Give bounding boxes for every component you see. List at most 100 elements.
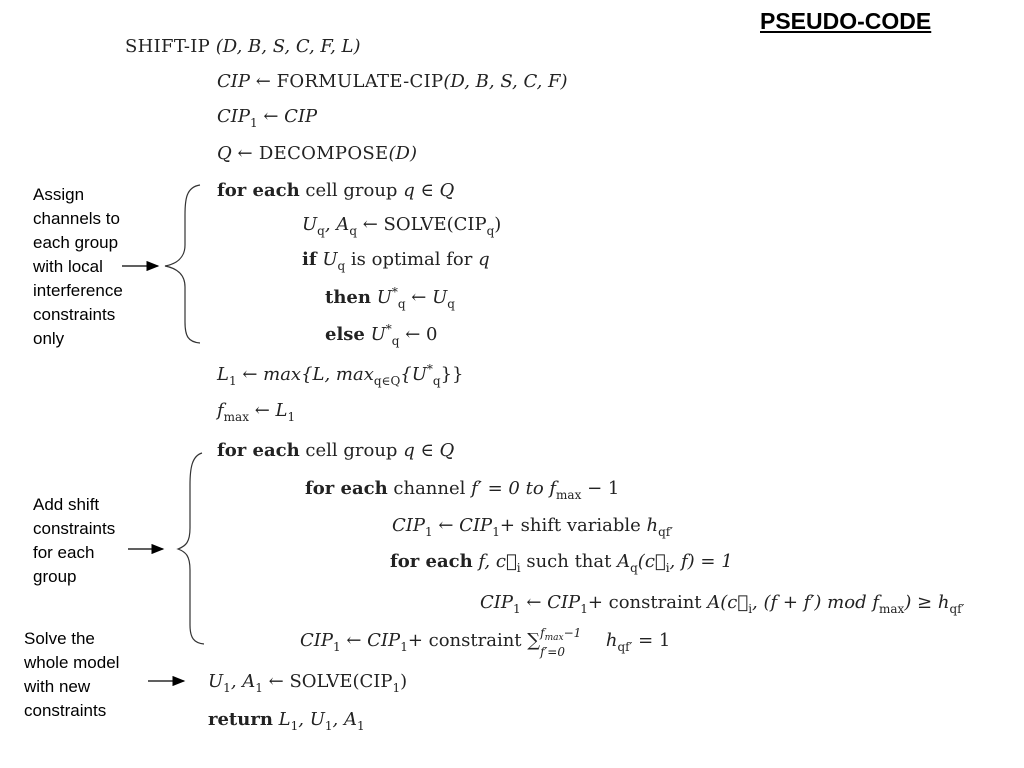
keyword: else <box>325 324 365 345</box>
var: h <box>646 515 659 536</box>
code-line-for-group-2: for each cell group q ∈ Q <box>217 440 454 462</box>
superscript: * <box>385 322 392 336</box>
subscript: 1 <box>400 640 408 654</box>
sum-lower: f′=0 <box>540 645 565 659</box>
code-line-if-optimal: if Uq is optimal for q <box>302 249 490 273</box>
text: + shift variable <box>499 515 641 536</box>
subscript: 1 <box>228 374 237 388</box>
text: + constraint <box>587 592 702 613</box>
function-name: SHIFT-IP <box>125 36 211 57</box>
text: such that <box>526 551 612 572</box>
var: (c⃗ <box>637 551 666 572</box>
annotation-shift: Add shift constraints for each group <box>33 495 116 586</box>
subscript: max <box>556 488 582 502</box>
decompose-fn: ← DECOMPOSE <box>237 143 389 164</box>
var: h <box>605 630 618 651</box>
code-line-return: return L1, U1, A1 <box>208 709 365 733</box>
keyword: return <box>208 709 273 730</box>
code-line-shift-var: CIP1 ← CIP1+ shift variable hqf′ <box>392 515 673 539</box>
subscript: max <box>879 602 905 616</box>
keyword: for each <box>390 551 473 572</box>
sum-upper: fmax−1 <box>540 622 581 646</box>
keyword: then <box>325 287 371 308</box>
var: U <box>208 671 224 692</box>
annotation-assign: Assign channels to each group with local… <box>33 185 123 348</box>
rhs: ← CIP <box>263 106 318 127</box>
rhs: ← CIP <box>438 515 493 536</box>
subscript: q∈Q <box>373 374 401 388</box>
subscript: 1 <box>290 719 299 733</box>
text: is optimal for <box>350 249 473 270</box>
subscript: 1 <box>255 681 263 695</box>
decompose-args: (D) <box>388 143 417 164</box>
function-args: (D, B, S, C, F, L) <box>215 36 361 57</box>
code-line-for-each-f: for each f, c⃗i such that Aq(c⃗i, f) = 1 <box>390 551 733 575</box>
sum-symbol: ∑ <box>527 630 541 651</box>
subscript: 1 <box>392 681 401 695</box>
code-line-else: else U*q ← 0 <box>325 322 438 348</box>
subscript: 1 <box>492 525 500 539</box>
code-line-decompose: Q ← DECOMPOSE(D) <box>217 143 417 165</box>
var: U <box>376 287 392 308</box>
var: , U <box>298 709 325 730</box>
math: q ∈ Q <box>403 180 455 201</box>
formulate-args: (D, B, S, C, F) <box>443 71 568 92</box>
rhs: ← U <box>411 287 448 308</box>
subscript: qf′ <box>949 602 965 616</box>
code-line-then: then U*q ← Uq <box>325 285 455 311</box>
code-line-copy-cip: CIP1 ← CIP <box>217 106 318 130</box>
paren: ) <box>400 671 408 692</box>
math: , (f + f′) mod f <box>752 592 879 613</box>
keyword: for each <box>217 180 300 201</box>
paren: ) <box>494 214 502 235</box>
math: ) ≥ h <box>904 592 950 613</box>
subscript: i <box>516 561 521 575</box>
max-expr: ← max{L, max <box>242 364 374 385</box>
code-line-formulate: CIP ← FORMULATE-CIP(D, B, S, C, F) <box>217 71 568 93</box>
var: CIP <box>392 515 425 536</box>
page-heading: PSEUDO-CODE <box>760 8 932 34</box>
var: CIP <box>300 630 333 651</box>
assign-arrow: ← <box>255 71 271 92</box>
brace-shift <box>176 452 205 645</box>
text: + constraint <box>407 630 522 651</box>
brace-assign <box>164 184 201 344</box>
rhs: ← CIP <box>346 630 401 651</box>
text: cell group <box>305 440 398 461</box>
subscript: 1 <box>223 681 231 695</box>
subscript: max <box>223 410 249 424</box>
subscript: 1 <box>580 602 588 616</box>
subscript: i <box>665 561 670 575</box>
subscript: q <box>397 297 406 311</box>
solve-fn: ← SOLVE(CIP <box>362 214 487 235</box>
code-line-solve-q: Uq, Aq ← SOLVE(CIPq) <box>302 214 502 238</box>
math: q ∈ Q <box>403 440 455 461</box>
var: A <box>617 551 631 572</box>
var: L <box>278 709 291 730</box>
superscript: * <box>426 362 433 376</box>
subscript: 1 <box>333 640 341 654</box>
subscript: q <box>317 224 325 238</box>
var: q <box>478 249 490 270</box>
subscript: q <box>486 224 495 238</box>
var: f <box>217 400 224 421</box>
sum-upper-var: f <box>540 626 545 640</box>
subscript: q <box>630 561 638 575</box>
var: U <box>322 249 338 270</box>
subscript: 1 <box>324 719 333 733</box>
rhs: ← 0 <box>405 324 438 345</box>
subscript: 1 <box>250 116 258 130</box>
q-var: Q <box>217 143 232 164</box>
math: f′ = 0 to f <box>471 478 557 499</box>
annotation-solve: Solve the whole model with new constrain… <box>24 629 120 720</box>
code-line-fmax: fmax ← L1 <box>217 400 295 424</box>
var: L <box>217 364 229 385</box>
keyword: if <box>302 249 317 270</box>
var: {U <box>400 364 427 385</box>
subscript: q <box>432 374 441 388</box>
sum-upper-end: −1 <box>563 626 582 640</box>
math: , f) = 1 <box>669 551 733 572</box>
sum-upper-sub: max <box>544 633 564 643</box>
math: − 1 <box>587 478 620 499</box>
